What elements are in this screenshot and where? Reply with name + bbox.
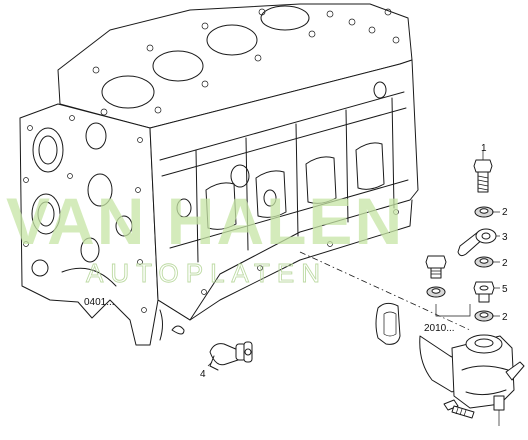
- callout-2-middle: 2: [502, 258, 508, 269]
- callout-4: 4: [200, 369, 206, 380]
- reference-label-0401: 0401...: [84, 297, 115, 308]
- leader-lines: [207, 211, 500, 367]
- callout-2-top: 2: [502, 207, 508, 218]
- callout-2-bottom: 2: [502, 312, 508, 323]
- pump-inlet-fitting[interactable]: [425, 255, 447, 279]
- callout-3: 3: [502, 232, 508, 243]
- pump-gasket[interactable]: [375, 302, 401, 345]
- callout-1: 1: [481, 143, 487, 154]
- part-5-union[interactable]: [473, 281, 495, 303]
- engine-block[interactable]: [19, 3, 419, 346]
- reference-label-2010: 2010...: [424, 323, 455, 334]
- mounting-centre-line: [299, 251, 471, 331]
- watermark-main: VAN HALEN: [6, 184, 404, 258]
- part-2-washer-top[interactable]: [474, 206, 494, 218]
- pump-mounting-bolt[interactable]: [443, 399, 475, 419]
- watermark: VAN HALEN AUTOPLATEN: [6, 184, 404, 288]
- part-4-fitting[interactable]: [209, 341, 253, 371]
- part-1-banjo-bolt[interactable]: [473, 150, 493, 193]
- assembly-bracket: [435, 304, 471, 317]
- part-2-washer-bottom[interactable]: [474, 310, 494, 322]
- washer-left[interactable]: [426, 286, 446, 298]
- part-3-banjo-pipe[interactable]: [457, 228, 497, 257]
- callout-5: 5: [502, 284, 508, 295]
- part-2-washer-middle[interactable]: [474, 256, 494, 268]
- watermark-sub: AUTOPLATEN: [86, 258, 327, 288]
- fuel-lift-pump[interactable]: [419, 334, 525, 426]
